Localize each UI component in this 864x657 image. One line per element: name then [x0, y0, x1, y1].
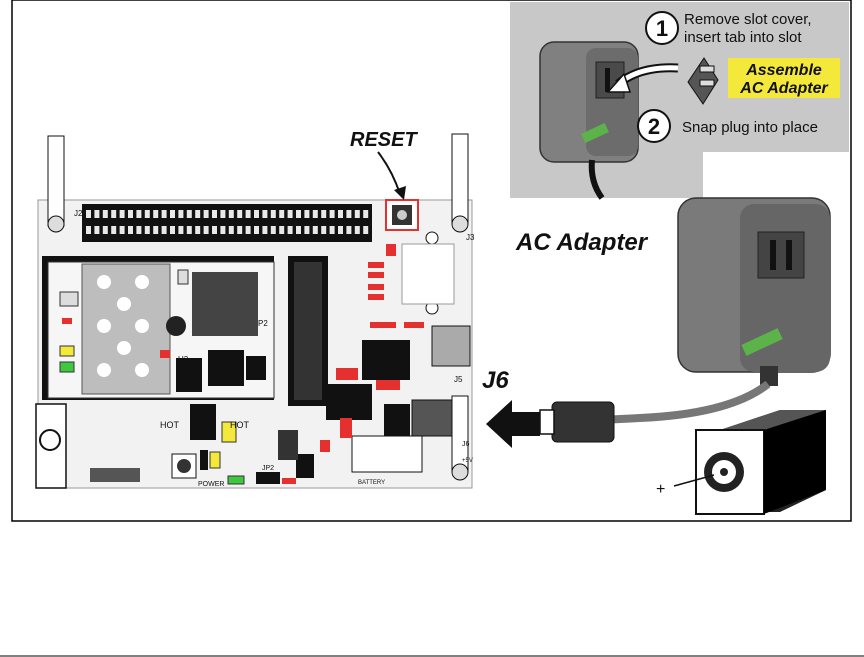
header-pin — [338, 226, 343, 234]
header-pin — [187, 210, 192, 218]
header-pin — [330, 226, 335, 234]
header-pin — [212, 210, 217, 218]
header-pin — [279, 226, 284, 234]
header-pin — [313, 226, 318, 234]
header-pin — [162, 210, 167, 218]
header-pin — [86, 210, 91, 218]
header-pin — [363, 226, 368, 234]
header-pin — [195, 226, 200, 234]
header-pin — [229, 226, 234, 234]
j5-label: J5 — [454, 375, 463, 384]
header-pin — [162, 226, 167, 234]
header-pin — [321, 226, 326, 234]
header-pin — [296, 210, 301, 218]
battery-label: BATTERY — [358, 480, 385, 486]
j6-board-label: J6 — [462, 441, 470, 448]
assemble-line2: AC Adapter — [739, 80, 828, 97]
header-pin — [120, 226, 125, 234]
ac-adapter-label: AC Adapter — [515, 229, 649, 256]
header-pin — [153, 226, 158, 234]
header-pin — [338, 210, 343, 218]
step-2-text: Snap plug into place — [682, 119, 818, 136]
ac-adapter-illustration — [678, 198, 830, 386]
step-1-text-line2: insert tab into slot — [684, 29, 802, 46]
assemble-line1: Assemble — [745, 62, 822, 79]
header-pin — [178, 210, 183, 218]
header-pin — [204, 226, 209, 234]
power-label: POWER — [198, 481, 224, 488]
j6-label: J6 — [482, 367, 509, 394]
header-pin — [288, 210, 293, 218]
header-pin — [296, 226, 301, 234]
header-pin — [220, 210, 225, 218]
header-pin — [86, 226, 91, 234]
header-pin — [321, 210, 326, 218]
header-pin — [254, 226, 259, 234]
header-pin — [271, 210, 276, 218]
header-pin — [212, 226, 217, 234]
header-pin — [346, 226, 351, 234]
plus-label: + — [656, 481, 665, 498]
header-pin — [330, 210, 335, 218]
header-pin — [170, 226, 175, 234]
header-pin — [313, 210, 318, 218]
header-pin — [178, 226, 183, 234]
header-pin — [94, 226, 99, 234]
j2-label: J2 — [74, 209, 83, 218]
header-pin — [271, 226, 276, 234]
header-pin — [246, 226, 251, 234]
header-pin — [288, 226, 293, 234]
step-1-number: 1 — [656, 16, 668, 41]
header-pin — [136, 226, 141, 234]
header-pin — [94, 210, 99, 218]
header-pin — [111, 226, 116, 234]
header-pin — [120, 210, 125, 218]
header-pin — [128, 210, 133, 218]
header-pin — [304, 210, 309, 218]
j3-label: J3 — [466, 233, 475, 242]
header-pin — [254, 210, 259, 218]
header-pin — [346, 210, 351, 218]
step-2-number: 2 — [648, 114, 660, 139]
header-pin — [111, 210, 116, 218]
header-pin — [355, 226, 360, 234]
hot-label-2: HOT — [230, 420, 250, 430]
header-pin — [262, 210, 267, 218]
header-pin — [103, 226, 108, 234]
jp2-label: JP2 — [262, 465, 274, 472]
reset-switch — [386, 200, 418, 230]
header-pin — [246, 210, 251, 218]
header-pin — [262, 226, 267, 234]
assemble-label: Assemble AC Adapter — [728, 58, 840, 98]
header-pin — [103, 210, 108, 218]
p2-label: P2 — [258, 319, 268, 328]
header-pin — [170, 210, 175, 218]
header-pin — [220, 226, 225, 234]
header-pin — [229, 210, 234, 218]
header-pin — [145, 210, 150, 218]
hot-label-1: HOT — [160, 420, 180, 430]
header-pin — [187, 226, 192, 234]
header-pin — [195, 210, 200, 218]
header-pin — [204, 210, 209, 218]
header-pin — [237, 226, 242, 234]
step-1-text-line1: Remove slot cover, — [684, 11, 812, 28]
header-pin — [153, 210, 158, 218]
header-pin — [145, 226, 150, 234]
header-pin — [237, 210, 242, 218]
u3-label: U3 — [178, 355, 189, 364]
header-pin — [363, 210, 368, 218]
plus5v-label: +5V — [462, 458, 473, 464]
header-pin — [355, 210, 360, 218]
reset-label: RESET — [350, 129, 418, 151]
header-pin — [304, 226, 309, 234]
header-pin — [136, 210, 141, 218]
header-pin — [279, 210, 284, 218]
step-1: 1 Remove slot cover, insert tab into slo… — [646, 11, 812, 46]
header-pin — [128, 226, 133, 234]
header-j2 — [82, 204, 372, 242]
